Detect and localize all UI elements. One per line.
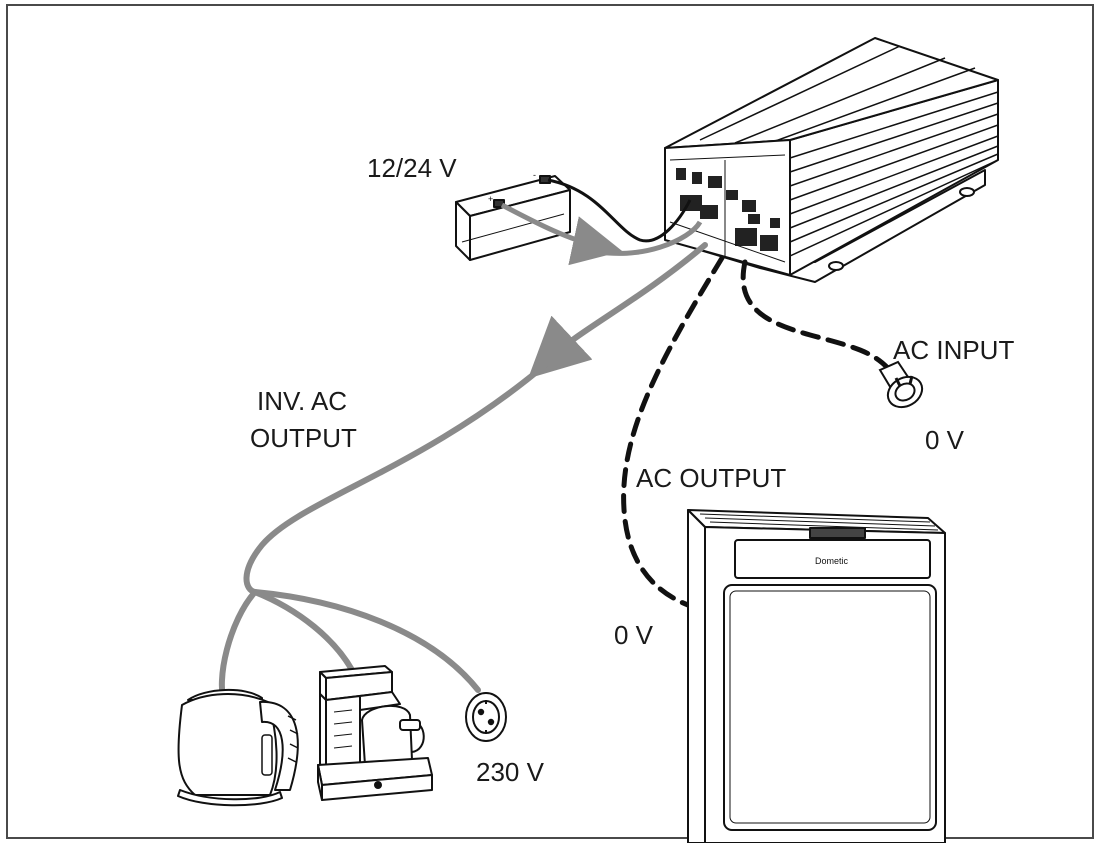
outlet-voltage-label: 230 V [476, 757, 544, 787]
inv-ac-output-label-line2: OUTPUT [250, 423, 357, 453]
kettle-icon [177, 689, 299, 807]
ac-dashed-cables [621, 255, 896, 608]
inverter-unit [664, 37, 999, 283]
ac-output-label: AC OUTPUT [636, 463, 787, 493]
svg-text:Dometic: Dometic [815, 556, 849, 566]
svg-text:+: + [488, 194, 493, 204]
ac-input-voltage-label: 0 V [925, 425, 965, 455]
inv-ac-output-label-line1: INV. AC [257, 386, 348, 416]
ac-input-label: AC INPUT [893, 335, 1015, 365]
svg-text:-: - [533, 170, 536, 180]
ac-output-voltage-label: 0 V [614, 620, 654, 650]
plug-icon [878, 360, 924, 409]
wall-outlet-icon [465, 692, 507, 742]
battery-cables [500, 178, 703, 266]
coffee-maker-icon [317, 665, 433, 801]
battery-voltage-label: 12/24 V [367, 153, 457, 183]
battery: + - [455, 170, 571, 261]
refrigerator: Dometic [687, 509, 946, 843]
